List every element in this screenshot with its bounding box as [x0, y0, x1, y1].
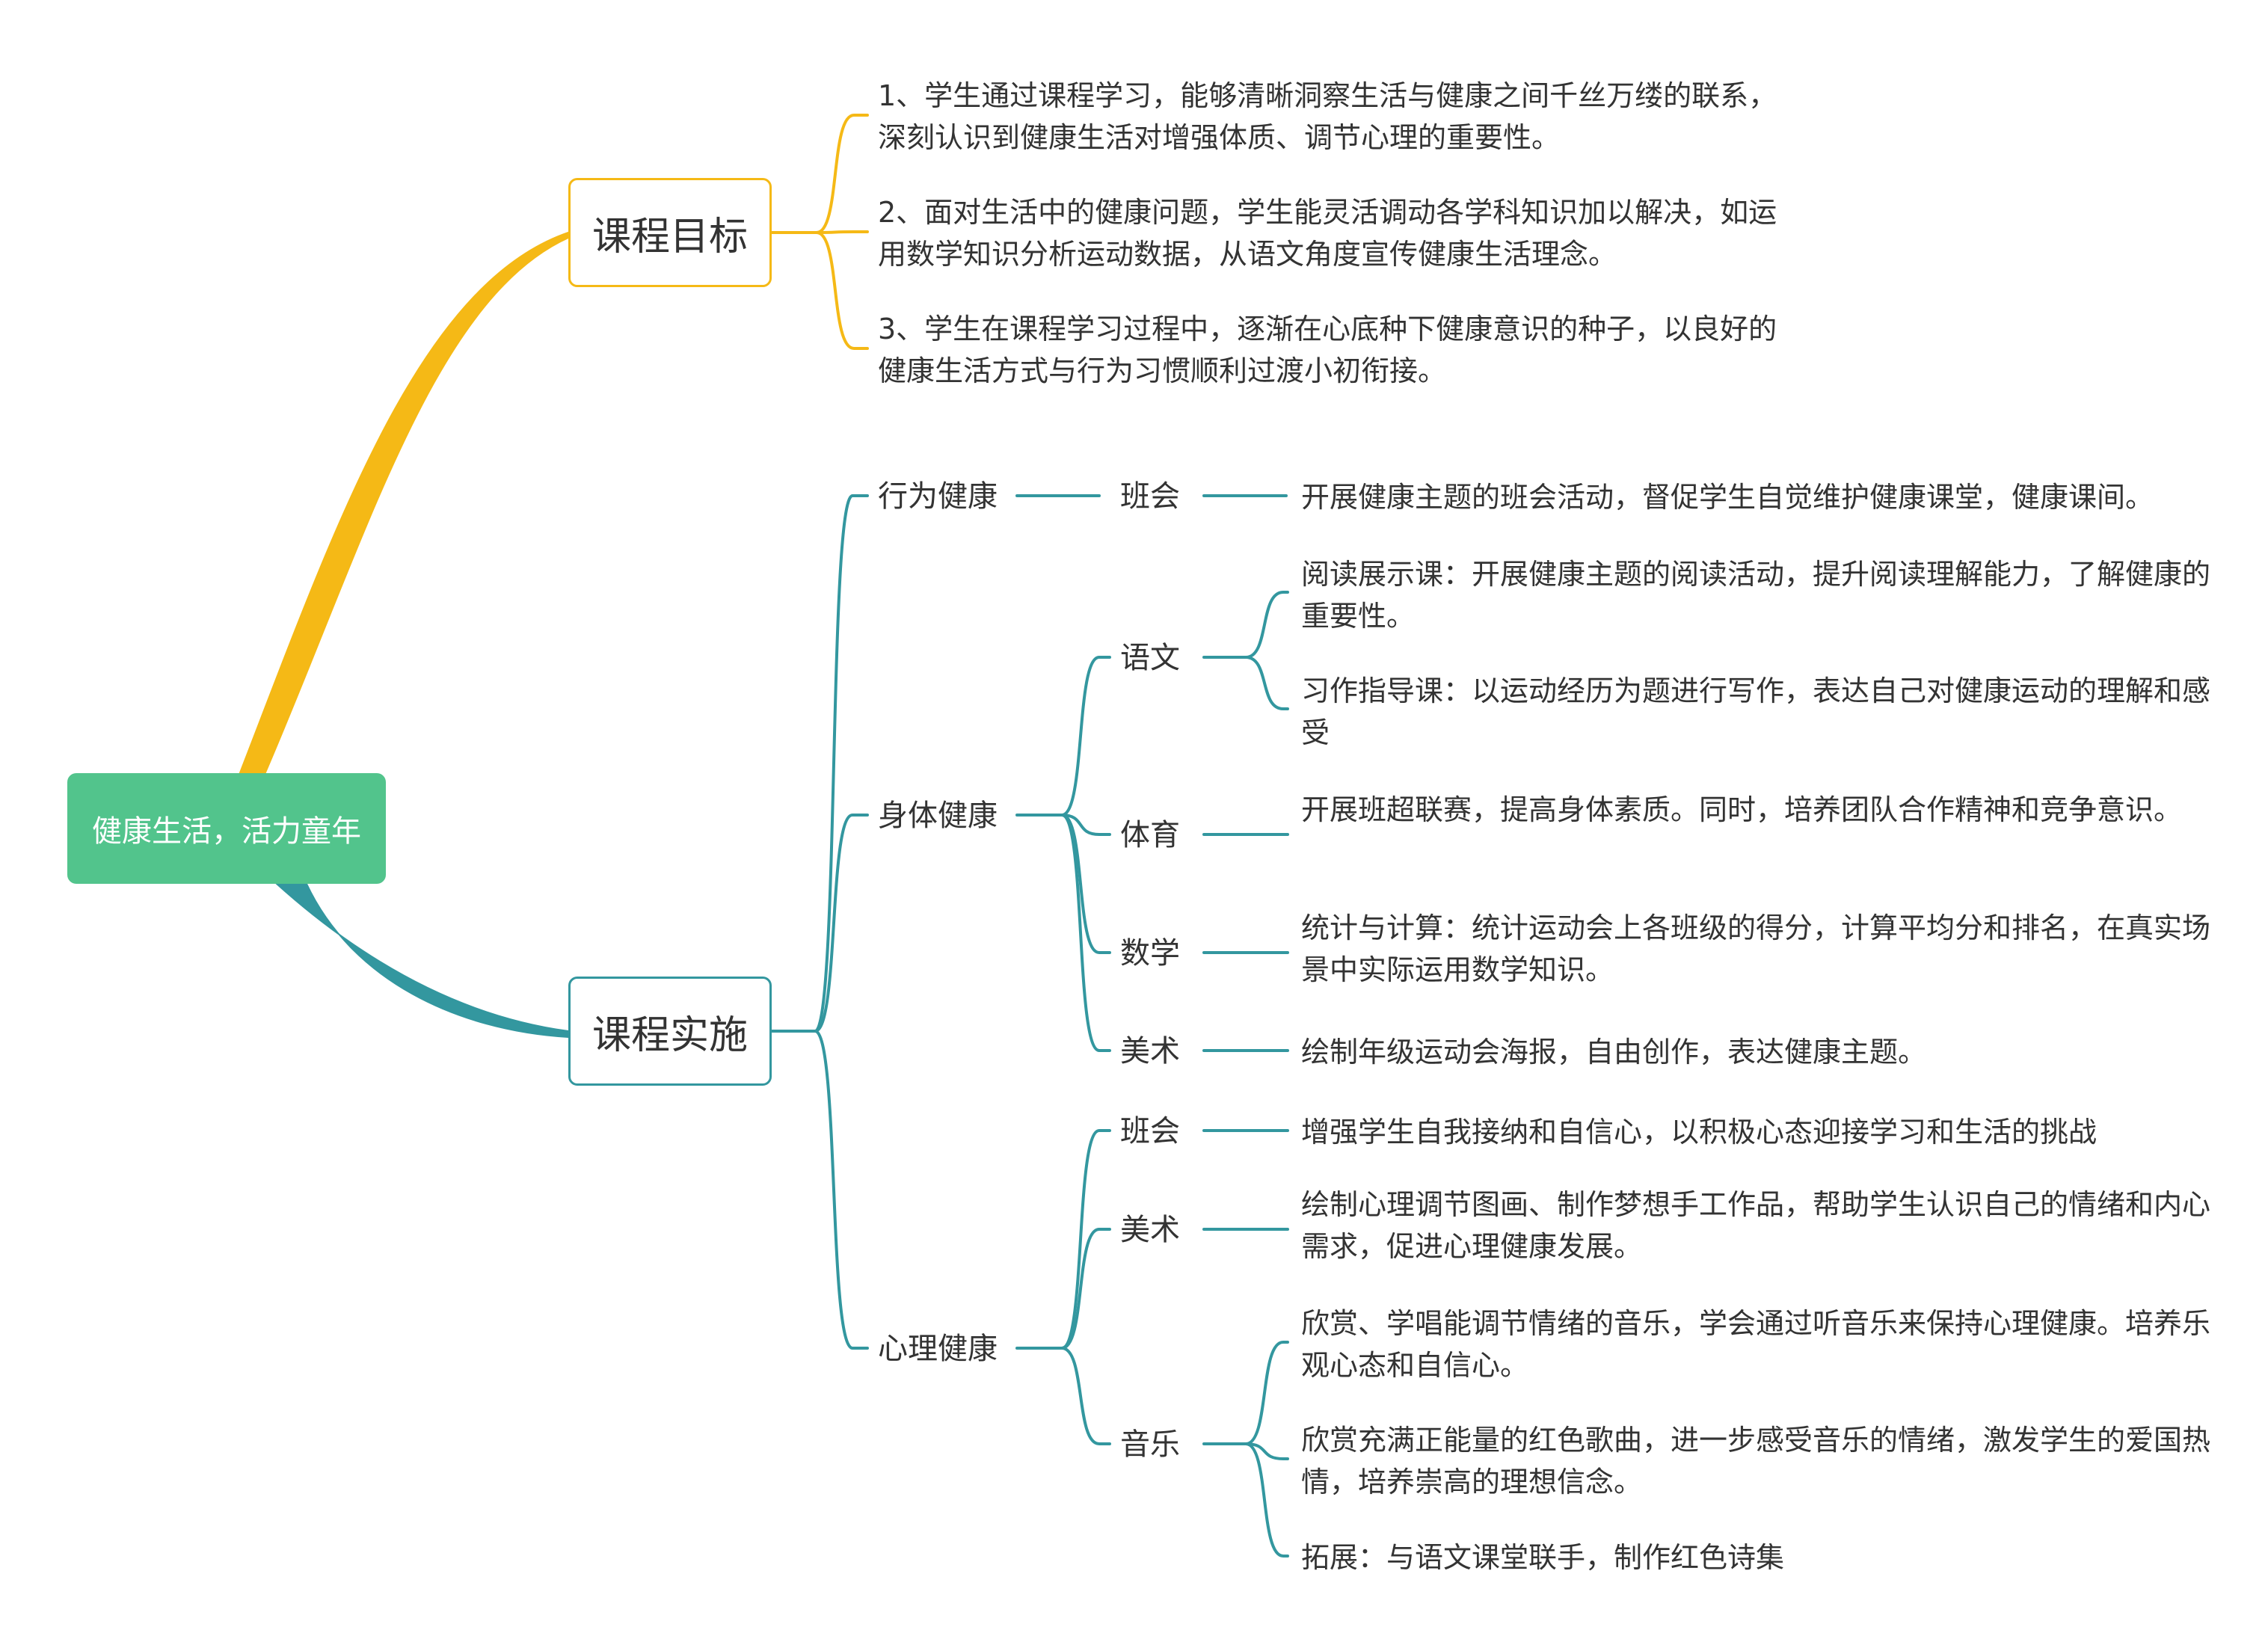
- branch-root-impl: [274, 883, 569, 1039]
- leaf-math[interactable]: 统计与计算：统计运动会上各班级的得分，计算平均分和排名，在真实场景中实际运用数学…: [1301, 911, 2211, 986]
- leaf-chinese-writing[interactable]: 习作指导课：以运动经历为题进行写作，表达自己对健康运动的理解和感受: [1301, 674, 2211, 749]
- subject-math[interactable]: 数学: [1120, 936, 1180, 971]
- leaf-pe[interactable]: 开展班超联赛，提高身体素质。同时，培养团队合作精神和竞争意识。: [1301, 793, 2183, 826]
- root-topic[interactable]: 健康生活，活力童年: [67, 773, 386, 884]
- physical-link-1: [1060, 656, 1111, 817]
- subject-class-meeting-2[interactable]: 班会: [1120, 1114, 1180, 1149]
- root-topic-label: 健康生活，活力童年: [92, 814, 361, 849]
- impl-link-2: [814, 814, 869, 1033]
- group-physical-health[interactable]: 身体健康: [878, 799, 998, 833]
- leaf-chinese-reading[interactable]: 阅读展示课：开展健康主题的阅读活动，提升阅读理解能力，了解健康的重要性。: [1301, 558, 2211, 633]
- subject-art[interactable]: 美术: [1120, 1034, 1180, 1068]
- leaf-art[interactable]: 绘制年级运动会海报，自由创作，表达健康主题。: [1301, 1036, 1927, 1068]
- physical-link-2: [1060, 814, 1111, 836]
- subject-art-2[interactable]: 美术: [1120, 1213, 1180, 1247]
- subject-pe[interactable]: 体育: [1120, 818, 1180, 852]
- chinese-link-2: [1244, 656, 1289, 710]
- goal-topic[interactable]: 课程目标: [568, 178, 772, 287]
- impl-link-3: [814, 1030, 869, 1350]
- goal-link-1: [815, 114, 869, 234]
- mental-link-2: [1060, 1228, 1111, 1350]
- music-link-2: [1244, 1442, 1289, 1460]
- music-link-1: [1244, 1341, 1289, 1445]
- leaf-music-2[interactable]: 欣赏充满正能量的红色歌曲，进一步感受音乐的情绪，激发学生的爱国热情，培养崇高的理…: [1301, 1424, 2211, 1498]
- leaf-music-1[interactable]: 欣赏、学唱能调节情绪的音乐，学会通过听音乐来保持心理健康。培养乐观心态和自信心。: [1301, 1307, 2211, 1382]
- chinese-link-1: [1244, 591, 1289, 659]
- leaf-behavior-meeting[interactable]: 开展健康主题的班会活动，督促学生自觉维护健康课堂，健康课间。: [1301, 481, 2154, 514]
- leaf-mental-art[interactable]: 绘制心理调节图画、制作梦想手工作品，帮助学生认识自己的情绪和内心需求，促进心理健…: [1301, 1188, 2211, 1263]
- mental-link-3: [1060, 1347, 1111, 1445]
- music-link-3: [1244, 1442, 1289, 1558]
- goal-item-3[interactable]: 3、学生在课程学习过程中，逐渐在心底种下健康意识的种子，以良好的健康生活方式与行…: [878, 313, 1777, 387]
- branch-root-goal: [238, 231, 569, 779]
- group-behavior-health[interactable]: 行为健康: [878, 479, 998, 514]
- goal-item-1[interactable]: 1、学生通过课程学习，能够清晰洞察生活与健康之间千丝万缕的联系，深刻认识到健康生…: [878, 79, 1777, 154]
- goal-topic-label: 课程目标: [591, 214, 748, 259]
- leaf-mental-meeting[interactable]: 增强学生自我接纳和自信心，以积极心态迎接学习和生活的挑战: [1301, 1116, 2098, 1149]
- goal-item-2[interactable]: 2、面对生活中的健康问题，学生能灵活调动各学科知识加以解决，如运用数学知识分析运…: [878, 196, 1777, 271]
- impl-link-1: [814, 494, 869, 1033]
- group-mental-health[interactable]: 心理健康: [878, 1332, 998, 1366]
- goal-link-2: [815, 230, 869, 234]
- leaf-music-3[interactable]: 拓展：与语文课堂联手，制作红色诗集: [1301, 1541, 1785, 1574]
- goal-link-3: [815, 231, 869, 350]
- mental-link-1: [1060, 1129, 1111, 1350]
- subject-chinese[interactable]: 语文: [1120, 641, 1180, 675]
- impl-topic[interactable]: 课程实施: [568, 977, 772, 1086]
- subject-class-meeting[interactable]: 班会: [1120, 479, 1180, 514]
- physical-link-4: [1060, 814, 1111, 1052]
- impl-topic-label: 课程实施: [591, 1012, 748, 1058]
- subject-music[interactable]: 音乐: [1120, 1427, 1180, 1462]
